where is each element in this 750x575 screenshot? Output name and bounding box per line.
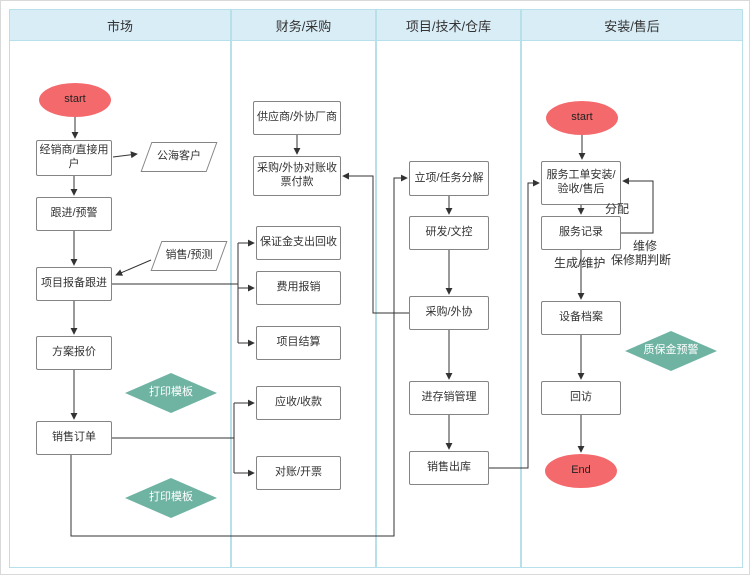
edge-label-warranty-judge: 保修期判断 [611, 253, 672, 267]
purchase-reconcile-node[interactable]: 采购/外协对账收票付款 [253, 156, 341, 196]
reconcile-invoice-node[interactable]: 对账/开票 [256, 456, 341, 490]
sales-order-label: 销售订单 [52, 431, 96, 444]
start-node-market[interactable]: start [39, 83, 111, 117]
solution-quote-node[interactable]: 方案报价 [36, 336, 112, 370]
purchase-outsource-label: 采购/外协 [425, 306, 473, 319]
warranty-alert-label: 质保金预警 [643, 344, 699, 357]
purchase-outsource-node[interactable]: 采购/外协 [409, 296, 489, 330]
end-node-label: End [571, 464, 591, 477]
project-settlement-node[interactable]: 项目结算 [256, 326, 341, 360]
sales-order-node[interactable]: 销售订单 [36, 421, 112, 455]
receivable-collection-label: 应收/收款 [274, 396, 323, 409]
purchase-reconcile-label: 采购/外协对账收票付款 [256, 162, 338, 188]
deposit-refund-label: 保证金支出回收 [260, 236, 337, 249]
lane-header-market[interactable]: 市场 [9, 9, 231, 41]
sales-outbound-node[interactable]: 销售出库 [409, 451, 489, 485]
edge-label-assign: 分配 [605, 202, 630, 216]
lane-header-finance[interactable]: 财务/采购 [231, 9, 376, 41]
print-template-2-label: 打印模板 [149, 491, 193, 504]
supplier-vendor-label: 供应商/外协厂商 [256, 111, 338, 124]
receivable-collection-node[interactable]: 应收/收款 [256, 386, 341, 420]
edge-label-generate-maintain: 生成/维护 [554, 256, 606, 270]
sales-outbound-label: 销售出库 [427, 461, 471, 474]
rd-doc-control-node[interactable]: 研发/文控 [409, 216, 489, 250]
rd-doc-control-label: 研发/文控 [425, 226, 473, 239]
expense-reimburse-node[interactable]: 费用报销 [256, 271, 341, 305]
inventory-mgmt-node[interactable]: 进存销管理 [409, 381, 489, 415]
follow-up-alert-label: 跟进/预警 [50, 207, 98, 220]
service-record-node[interactable]: 服务记录 [541, 216, 621, 250]
sales-forecast-label: 销售/预测 [165, 249, 213, 262]
end-node[interactable]: End [545, 454, 617, 488]
edge-label-repair: 维修 [633, 239, 658, 253]
revisit-label: 回访 [570, 391, 592, 404]
public-sea-customer-label: 公海客户 [157, 150, 201, 163]
revisit-node[interactable]: 回访 [541, 381, 621, 415]
service-record-label: 服务记录 [559, 226, 603, 239]
service-order-node[interactable]: 服务工单安装/验收/售后 [541, 161, 621, 205]
project-settlement-label: 项目结算 [276, 336, 321, 349]
solution-quote-label: 方案报价 [52, 346, 96, 359]
follow-up-alert-node[interactable]: 跟进/预警 [36, 197, 112, 231]
project-init-node[interactable]: 立项/任务分解 [409, 161, 489, 196]
equipment-archive-label: 设备档案 [559, 311, 603, 324]
dealer-direct-user-node[interactable]: 经销商/直接用户 [36, 140, 112, 176]
service-order-label: 服务工单安装/验收/售后 [546, 169, 616, 195]
lane-header-project[interactable]: 项目/技术/仓库 [376, 9, 521, 41]
project-init-label: 立项/任务分解 [414, 171, 484, 184]
start-node-market-label: start [64, 93, 86, 106]
lane-header-install[interactable]: 安装/售后 [521, 9, 743, 41]
expense-reimburse-label: 费用报销 [276, 281, 321, 294]
inventory-mgmt-label: 进存销管理 [421, 391, 477, 404]
lane-body-market [9, 40, 231, 568]
dealer-direct-user-label: 经销商/直接用户 [39, 144, 109, 170]
project-filing-follow-node[interactable]: 项目报备跟进 [36, 267, 112, 301]
reconcile-invoice-label: 对账/开票 [274, 466, 323, 479]
start-node-service-label: start [571, 111, 593, 124]
project-filing-follow-label: 项目报备跟进 [41, 277, 107, 290]
start-node-service[interactable]: start [546, 101, 618, 135]
public-sea-customer-node[interactable]: 公海客户 [139, 142, 219, 172]
sales-forecast-node[interactable]: 销售/预测 [149, 241, 229, 271]
equipment-archive-node[interactable]: 设备档案 [541, 301, 621, 335]
supplier-vendor-node[interactable]: 供应商/外协厂商 [253, 101, 341, 135]
deposit-refund-node[interactable]: 保证金支出回收 [256, 226, 341, 260]
print-template-1-label: 打印模板 [149, 386, 193, 399]
